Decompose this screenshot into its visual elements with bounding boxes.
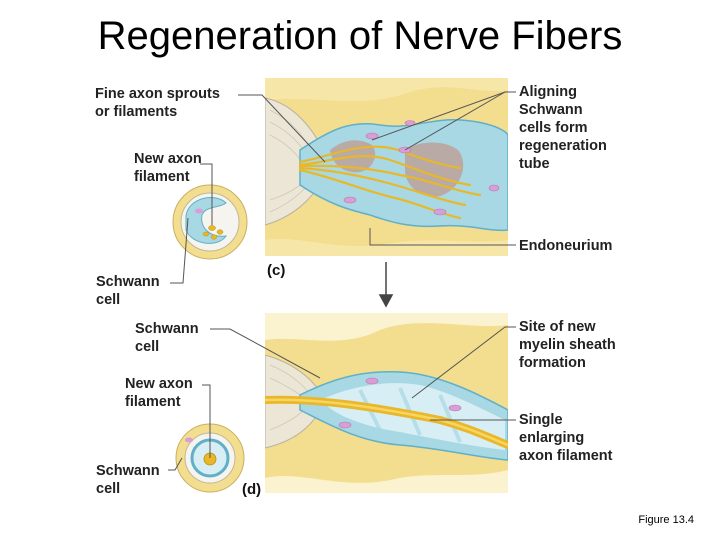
- label-schwann-cell-d: Schwann cell: [135, 321, 199, 355]
- panel-tag-d: (d): [242, 481, 262, 498]
- figure-caption: Figure 13.4: [638, 514, 694, 526]
- leader-lines: [168, 91, 516, 471]
- panel-c-cross-section: [172, 184, 248, 260]
- label-new-axon-filament-c: New axon filament: [134, 151, 202, 185]
- label-single-axon-filament: Single enlarging axon filament: [519, 412, 613, 464]
- down-arrow: [378, 262, 394, 308]
- label-new-axon-filament-d: New axon filament: [125, 376, 193, 410]
- label-endoneurium: Endoneurium: [519, 238, 613, 254]
- label-aligning-schwann-cells: Aligning Schwann cells form regeneration…: [519, 84, 607, 172]
- page-title: Regeneration of Nerve Fibers: [97, 14, 623, 58]
- panel-c-longitudinal: [265, 78, 508, 256]
- label-myelin-sheath-site: Site of new myelin sheath formation: [519, 319, 616, 371]
- label-schwann-cell-cross-d: Schwann cell: [96, 463, 160, 497]
- panel-tag-c: (c): [267, 262, 286, 279]
- panel-d-longitudinal: [265, 313, 508, 493]
- label-fine-axon-sprouts: Fine axon sprouts or filaments: [95, 86, 220, 120]
- label-schwann-cell-c: Schwann cell: [96, 274, 160, 308]
